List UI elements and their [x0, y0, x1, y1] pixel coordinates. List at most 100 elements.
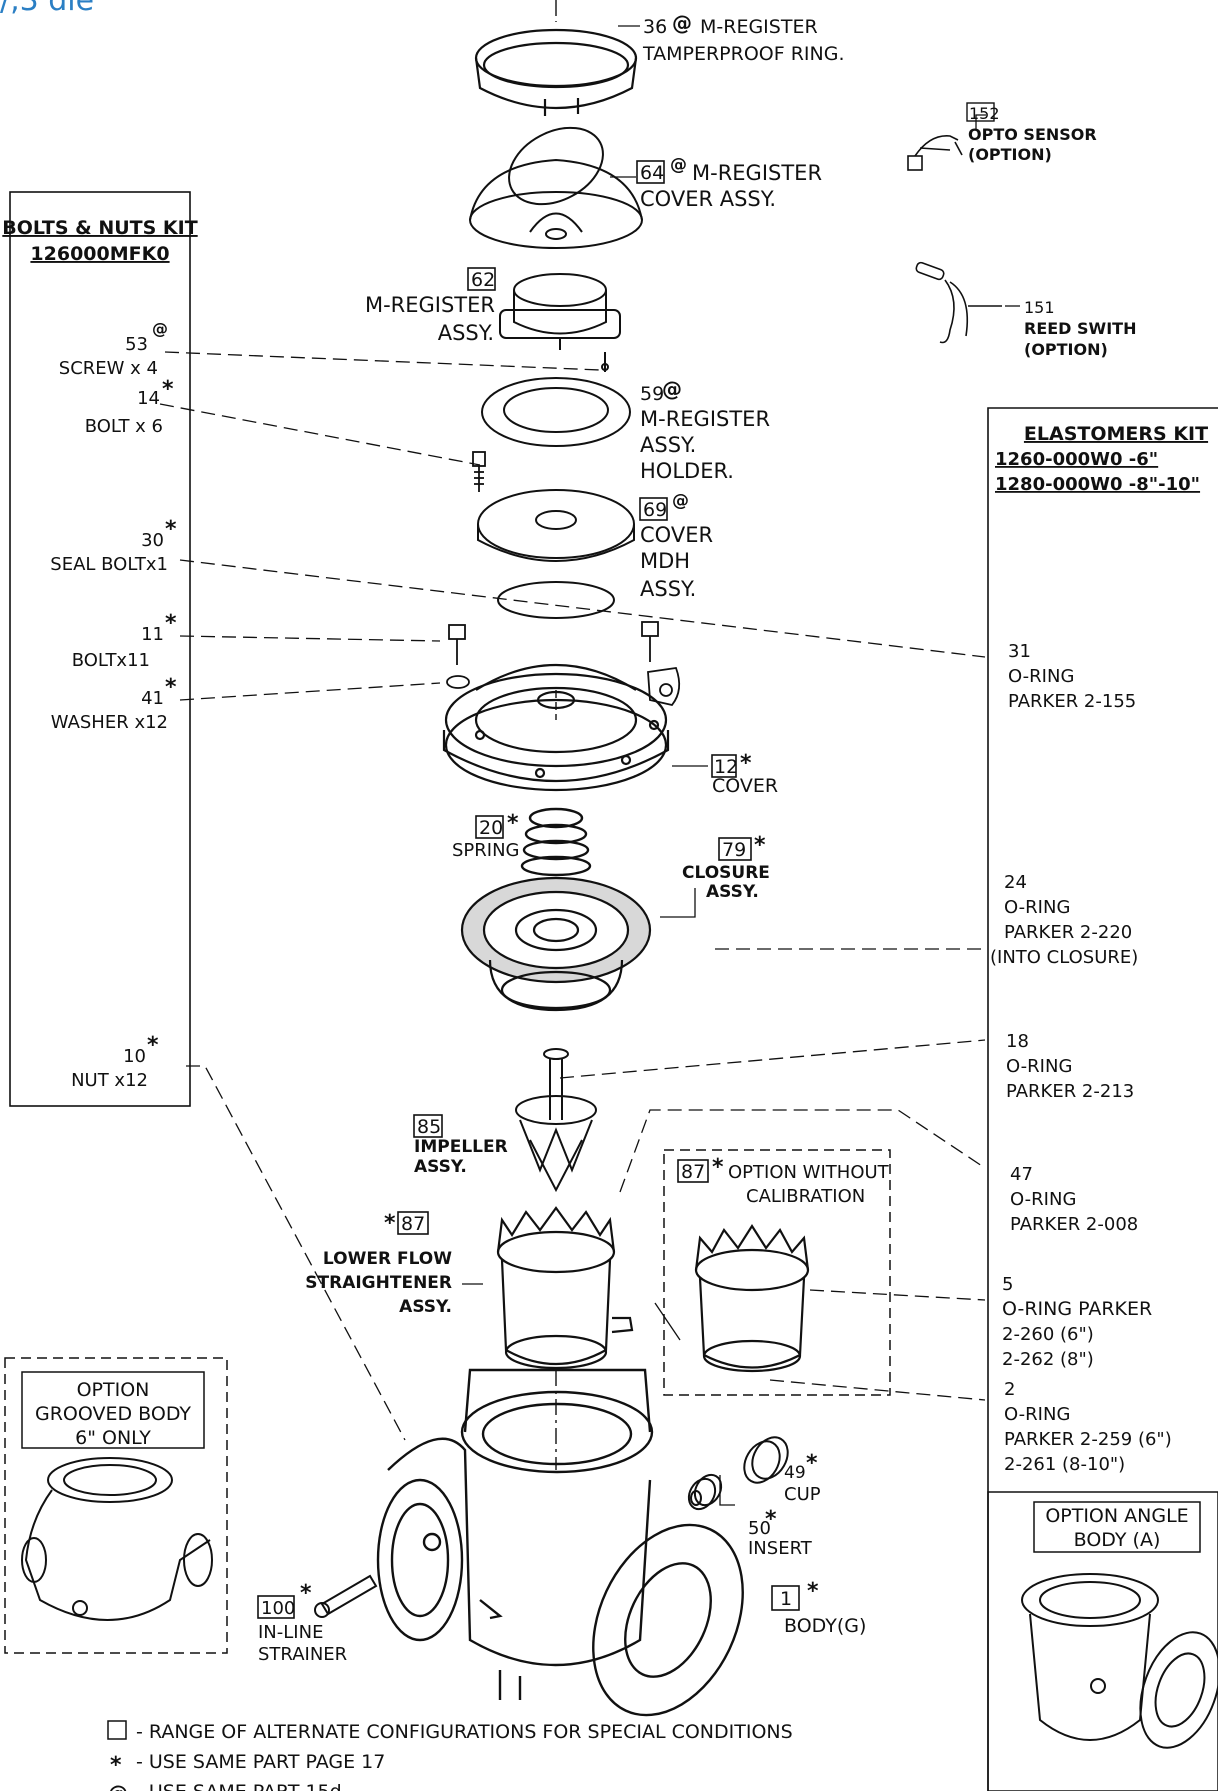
part-152-label: (OPTION) [968, 145, 1052, 164]
legend-box-symbol [107, 1720, 127, 1740]
part-62-num: 62 [471, 269, 495, 291]
part-79-box [718, 837, 752, 861]
part-20-label: SPRING [452, 840, 520, 861]
part-85-num: 85 [417, 1116, 441, 1138]
tamperproof-ring-drawing [474, 28, 638, 116]
part-20-box [475, 815, 504, 839]
option-grooved-label: 6" ONLY [75, 1427, 151, 1449]
register-holder-drawing [481, 352, 631, 447]
part-12-label: COVER [712, 775, 778, 797]
bolt-item-num: 14 [137, 388, 160, 409]
part-152-num: 152 [969, 104, 1000, 123]
part-69-mark: @ [672, 491, 689, 511]
oring-num: 2 [1004, 1379, 1015, 1400]
bolt-item-label: WASHER x12 [51, 712, 168, 733]
part-100-label: IN-LINE [258, 1622, 323, 1643]
option-grooved-panel [4, 1357, 228, 1654]
part-20-mark: * [507, 811, 519, 836]
part-62-label: M-REGISTER [365, 293, 495, 317]
bolts-kit-title: BOLTS & NUTS KIT [2, 217, 197, 239]
option-straightener-drawing [694, 1223, 810, 1373]
part-1-box [771, 1585, 800, 1611]
part-87a-label: OPTION WITHOUT [728, 1162, 890, 1183]
bolt-item-num: 41 [141, 688, 164, 709]
part-50-num: 50 [748, 1518, 771, 1539]
register-cover-drawing [469, 126, 643, 249]
part-87b-label: LOWER FLOW [323, 1249, 452, 1269]
reed-switch-drawing [915, 261, 1002, 344]
elastomers-kit-code-8-10: 1280-000W0 -8"-10" [995, 474, 1200, 495]
part-79-num: 79 [722, 839, 746, 861]
spring-drawing [520, 807, 592, 877]
bolt-item-mark: * [165, 675, 177, 700]
cup-insert-drawing [687, 1436, 789, 1511]
valve-body-drawing [376, 1368, 744, 1717]
option-angle-label: BODY (A) [1074, 1529, 1161, 1551]
oring-num: 47 [1010, 1164, 1033, 1185]
legend-at-text: - USE SAME PART 15d [136, 1781, 342, 1791]
part-64-label: M-REGISTER [692, 161, 822, 185]
part-49-num: 49 [784, 1463, 806, 1483]
oring-line: PARKER 2-008 [1010, 1214, 1138, 1235]
bolt-14-drawing [472, 451, 486, 492]
flow-straightener-drawing [496, 1206, 634, 1370]
bolt-item-label: BOLTx11 [72, 650, 150, 671]
closure-drawing [460, 876, 652, 1012]
opto-sensor-drawing [907, 135, 963, 171]
part-87b-num: 87 [401, 1213, 425, 1235]
part-12-num: 12 [714, 756, 738, 778]
part-49-mark: * [806, 1451, 818, 1476]
part-12-mark: * [740, 751, 752, 776]
bolt-item-mark: @ [152, 319, 168, 338]
oring-line: PARKER 2-259 (6") [1004, 1429, 1172, 1450]
part-64-num: 64 [640, 162, 664, 184]
part-69-box [639, 497, 668, 521]
bolt-item-mark: * [162, 377, 174, 402]
bolt-item-mark: * [147, 1033, 159, 1058]
part-36-label: TAMPERPROOF RING. [642, 43, 845, 65]
part-87b-label: ASSY. [399, 1297, 452, 1317]
bolt-item-label: SCREW x 4 [59, 358, 158, 379]
oring-line: PARKER 2-220 [1004, 922, 1132, 943]
part-100-mark: * [300, 1581, 312, 1606]
bolts-nuts-kit-panel: BOLTS & NUTS KIT 126000MFK0 53 @ SCREW x… [2, 191, 198, 1107]
option-angle-label: OPTION ANGLE [1045, 1505, 1188, 1527]
bolt-item-mark: * [165, 517, 177, 542]
elastomers-kit-panel: ELASTOMERS KIT 1260-000W0 -6" 1280-000W0… [987, 407, 1218, 1791]
part-69-label: MDH [640, 549, 690, 573]
bolts-11-drawing [446, 621, 681, 707]
oring-line: (INTO CLOSURE) [990, 947, 1138, 968]
part-1-label: BODY(G) [784, 1615, 866, 1637]
oring-line: O-RING [1010, 1189, 1076, 1210]
elastomers-kit-title: ELASTOMERS KIT [1024, 423, 1208, 445]
oring-line: O-RING PARKER [1002, 1298, 1152, 1320]
cover-mdh-drawing [477, 489, 635, 619]
part-151-num: 151 [1024, 298, 1055, 317]
bolt-item-label: NUT x12 [71, 1070, 148, 1091]
part-87a-box [677, 1159, 709, 1183]
part-64-label: COVER ASSY. [640, 187, 776, 211]
part-100-label: STRAINER [258, 1644, 347, 1665]
oring-line: PARKER 2-213 [1006, 1081, 1134, 1102]
elastomers-kit-code-6: 1260-000W0 -6" [995, 449, 1158, 470]
bolt-item-num: 30 [141, 530, 164, 551]
part-62-label: ASSY. [438, 321, 494, 345]
option-angle-label-box [1033, 1501, 1201, 1553]
part-151-label: REED SWITH [1024, 319, 1136, 338]
oring-line: 2-262 (8") [1002, 1349, 1094, 1370]
part-85-box [413, 1114, 443, 1138]
bolt-item-mark: * [165, 611, 177, 636]
oring-num: 31 [1008, 641, 1031, 662]
oring-line: O-RING [1008, 666, 1074, 687]
part-64-box [636, 160, 665, 184]
oring-line: O-RING [1004, 897, 1070, 918]
leader-lines [159, 351, 986, 1441]
part-151-label: (OPTION) [1024, 340, 1108, 359]
oring-line: O-RING [1006, 1056, 1072, 1077]
option-grooved-label-box [21, 1371, 205, 1449]
oring-num: 18 [1006, 1031, 1029, 1052]
legend-box-text: - RANGE OF ALTERNATE CONFIGURATIONS FOR … [136, 1721, 793, 1743]
part-152-label: OPTO SENSOR [968, 125, 1097, 144]
bolt-item-label: SEAL BOLTx1 [50, 554, 168, 575]
